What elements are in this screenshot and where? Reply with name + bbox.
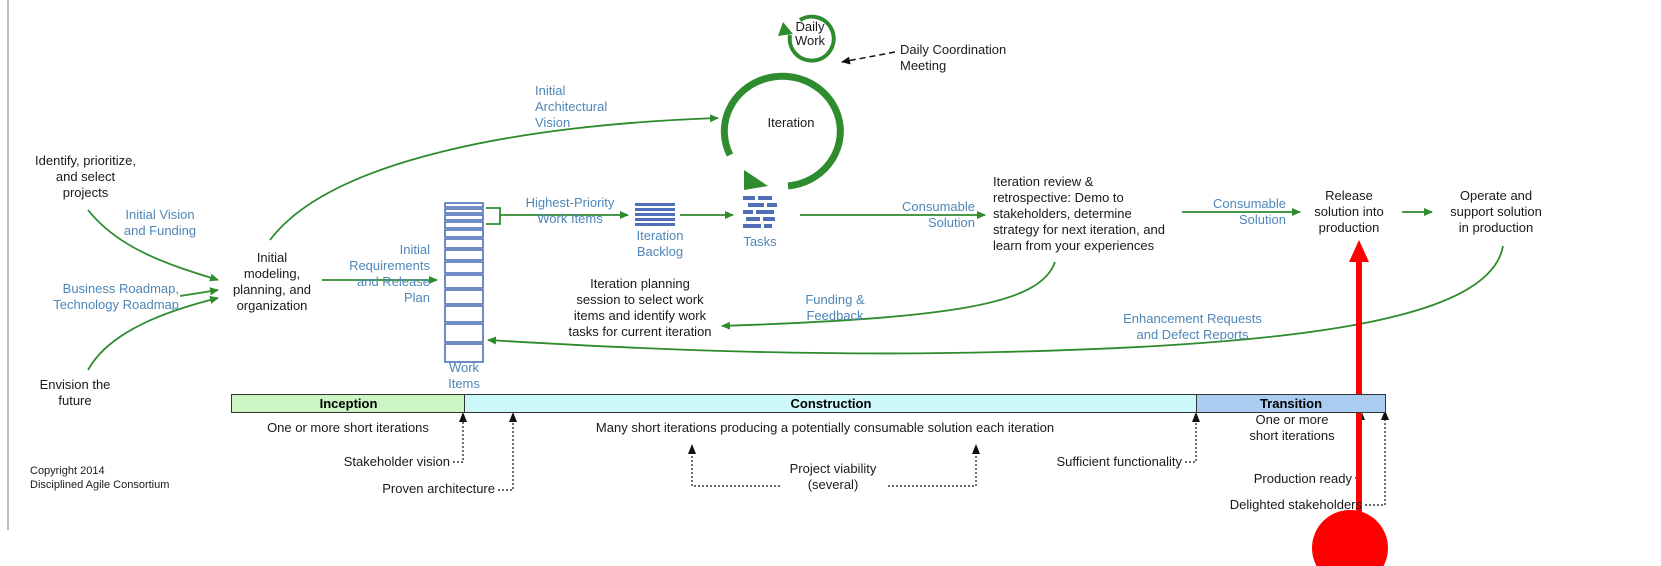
enhancement-label: Enhancement Requests and Defect Reports: [1123, 311, 1262, 342]
iteration-arrowhead: [744, 170, 768, 190]
iteration-loop: [720, 72, 844, 190]
daily-work-label: Daily Work: [794, 19, 826, 48]
consumable-solution-label-1: Consumable Solution: [902, 199, 975, 230]
arch-vision-label: Initial Architectural Vision: [535, 83, 608, 130]
phase-inception: Inception: [231, 394, 466, 413]
phase-transition: Transition: [1196, 394, 1386, 413]
construction-description: Many short iterations producing a potent…: [595, 420, 1055, 435]
initial-vision-funding-label: Initial Vision and Funding: [123, 207, 197, 238]
highest-priority-arrow: [486, 208, 628, 225]
inception-description: One or more short iterations: [267, 420, 429, 435]
envision-arrow: [87, 296, 219, 371]
work-items-stack: [444, 202, 484, 363]
roadmaps-label: Business Roadmap, Technology Roadmap: [53, 281, 179, 312]
iteration-label: Iteration: [767, 115, 815, 130]
milestone-proven-architecture: Proven architecture: [382, 481, 495, 496]
iteration-review-label: Iteration review & retrospective: Demo t…: [993, 174, 1165, 253]
daily-meeting-label: Daily Coordination Meeting: [900, 42, 1007, 73]
funding-feedback-arrow: [721, 261, 1056, 330]
milestone-project-viability: Project viability (several): [789, 461, 877, 492]
daily-meeting-arrow: [841, 51, 896, 65]
milestone-arrowheads: [459, 410, 1389, 454]
release-label: Release solution into production: [1314, 188, 1384, 235]
envision-future-label: Envision the future: [39, 377, 111, 408]
milestone-production-ready: Production ready: [1253, 471, 1352, 486]
enhancement-arrow: [487, 245, 1504, 355]
tasks-label: Tasks: [743, 234, 777, 249]
iteration-planning-label: Iteration planning session to select wor…: [568, 276, 712, 339]
milestone-delighted-stakeholders: Delighted stakeholders: [1229, 497, 1362, 512]
milestone-sufficient-functionality: Sufficient functionality: [1056, 454, 1183, 469]
identify-arrow: [87, 209, 219, 282]
iteration-backlog-label: Iteration Backlog: [636, 228, 684, 259]
daily-work-loop: [787, 14, 836, 63]
daily-work-arrowhead: [778, 22, 793, 36]
highest-priority-label: Highest-Priority Work Items: [525, 195, 615, 226]
red-annotation-marker: [1312, 510, 1388, 566]
work-items-label: Work Items: [448, 360, 480, 391]
iteration-backlog-icon: [635, 203, 675, 226]
identify-projects-label: Identify, prioritize, and select project…: [35, 153, 136, 200]
transition-description: One or more short iterations: [1249, 412, 1335, 443]
phase-construction: Construction: [464, 394, 1198, 413]
consumable-solution-label-2: Consumable Solution: [1213, 196, 1286, 227]
tasks-icon: [743, 196, 777, 228]
milestone-stakeholder-vision: Stakeholder vision: [343, 454, 450, 469]
arch-vision-arrow: [269, 114, 719, 241]
funding-feedback-label: Funding & Feedback: [805, 292, 865, 323]
copyright: Copyright 2014 Disciplined Agile Consort…: [30, 465, 170, 491]
initial-modeling-label: Initial modeling, planning, and organiza…: [232, 250, 312, 313]
roadmap-arrow: [179, 287, 219, 297]
operate-label: Operate and support solution in producti…: [1450, 188, 1542, 235]
initial-requirements-label: Initial Requirements and Release Plan: [349, 242, 430, 305]
